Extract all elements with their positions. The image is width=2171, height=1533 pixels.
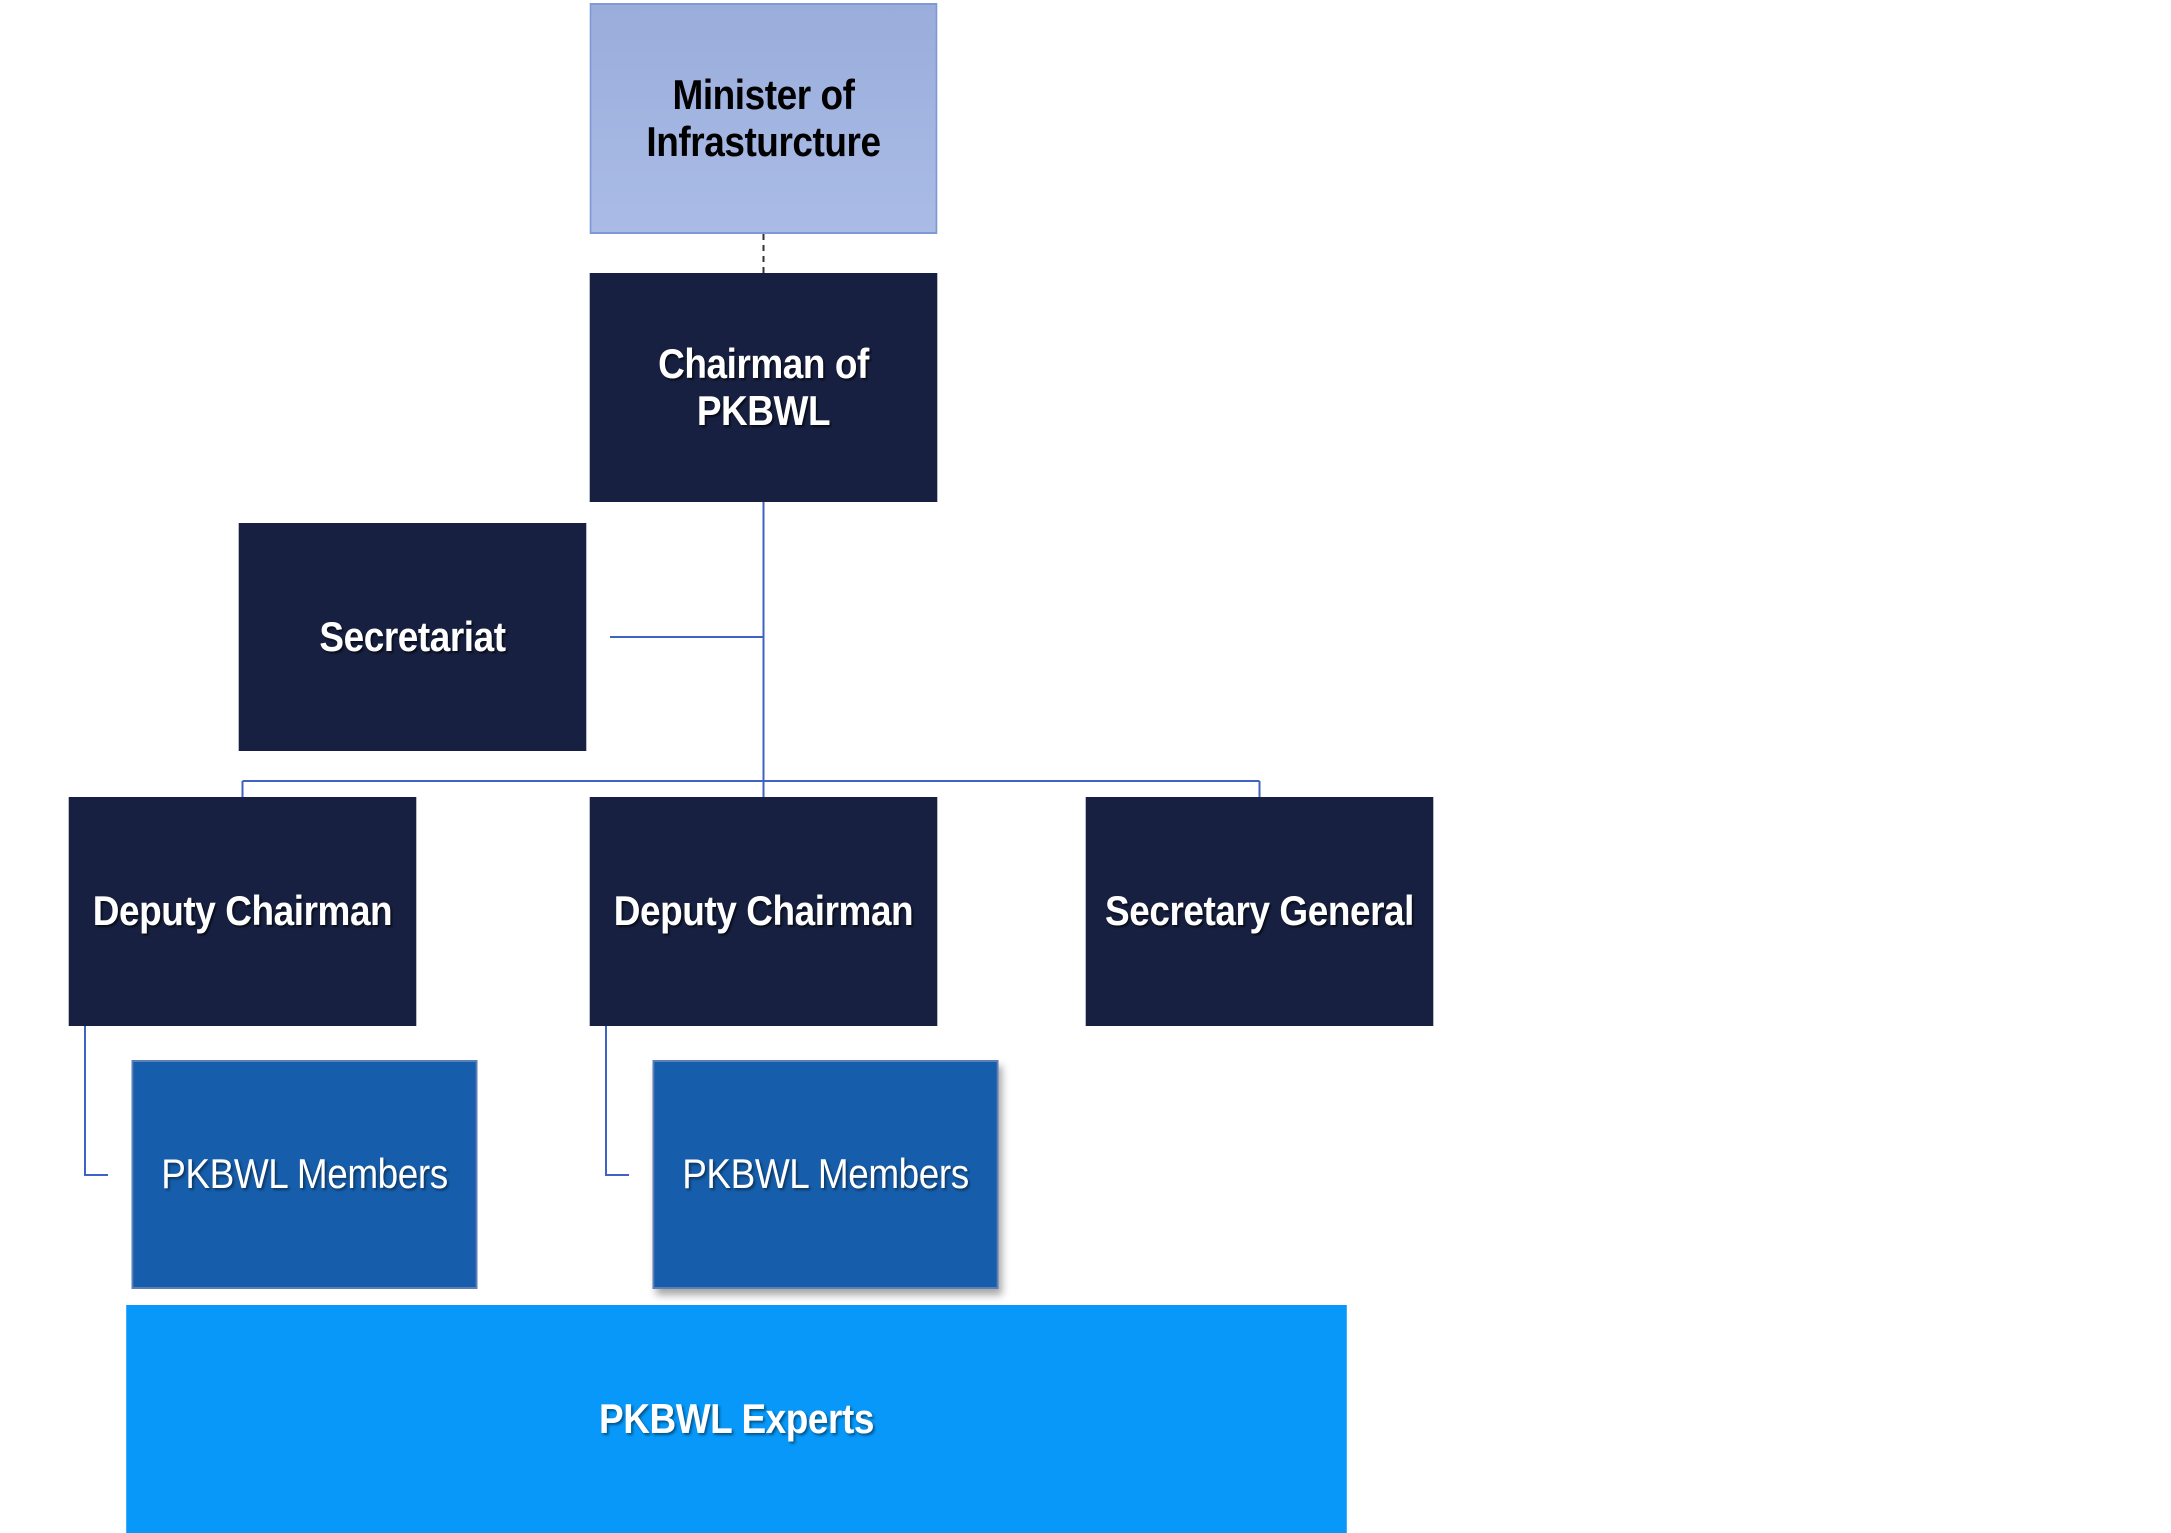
deputy-chairman-label-left: Deputy Chairman	[92, 887, 393, 935]
secretariat-box: Secretariat	[238, 523, 587, 751]
secretary-general-box: Secretary General	[1085, 797, 1434, 1026]
chairman-box: Chairman of PKBWL	[589, 273, 938, 502]
members-box-center: PKBWL Members	[652, 1060, 999, 1289]
connector-deputy2-members	[605, 1026, 629, 1176]
minister-label: Minister of Infrasturcture	[646, 71, 881, 165]
experts-label: PKBWL Experts	[599, 1394, 874, 1442]
deputy-chairman-box-left: Deputy Chairman	[68, 797, 417, 1026]
secretariat-label: Secretariat	[319, 612, 506, 660]
members-label-center: PKBWL Members	[682, 1150, 969, 1198]
members-label-left: PKBWL Members	[161, 1150, 448, 1198]
secretary-general-label: Secretary General	[1105, 887, 1414, 935]
connector-deputy1-members	[84, 1026, 108, 1176]
minister-box: Minister of Infrasturcture	[589, 3, 938, 234]
chairman-label: Chairman of PKBWL	[658, 340, 869, 434]
deputy-chairman-label-center: Deputy Chairman	[613, 887, 914, 935]
members-box-left: PKBWL Members	[131, 1060, 478, 1289]
experts-box: PKBWL Experts	[126, 1305, 1347, 1533]
deputy-chairman-box-center: Deputy Chairman	[589, 797, 938, 1026]
